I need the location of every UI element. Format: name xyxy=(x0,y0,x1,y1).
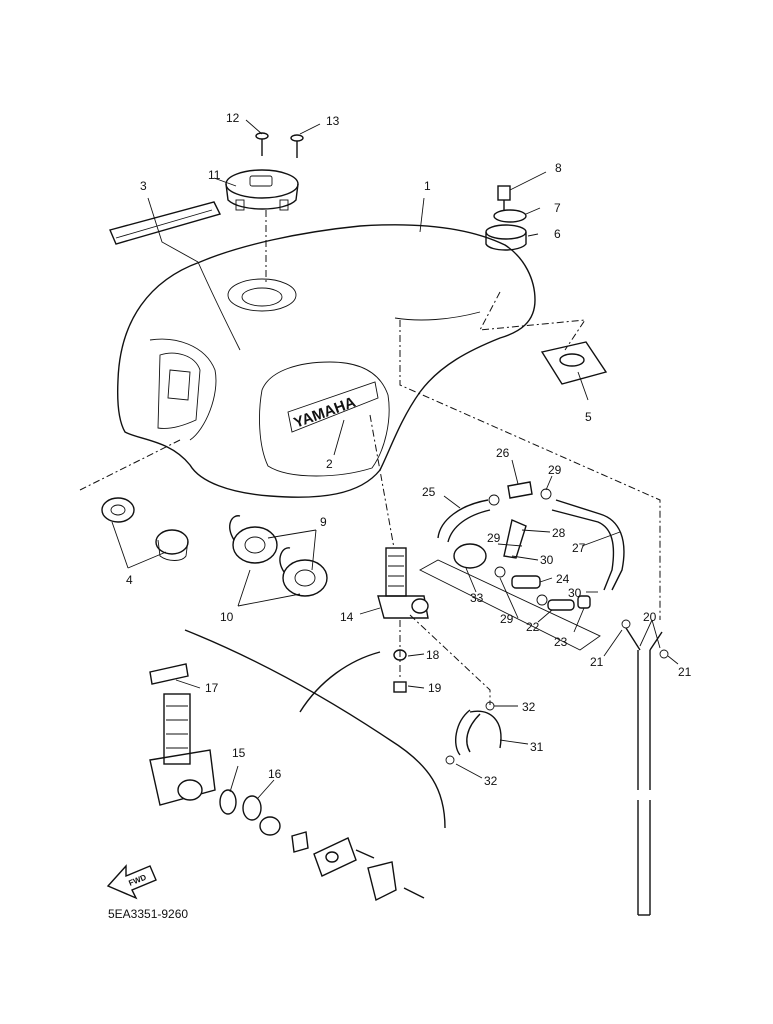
callout-23: 23 xyxy=(554,635,568,649)
callout-17: 17 xyxy=(205,681,219,695)
callout-32-lower: 32 xyxy=(484,774,498,788)
o-ring-16 xyxy=(242,795,262,821)
callout-27: 27 xyxy=(572,541,586,555)
hose-25 xyxy=(437,499,491,543)
callout-32-upper: 32 xyxy=(522,700,536,714)
callout-1: 1 xyxy=(424,179,431,193)
mount-washer xyxy=(493,209,527,223)
rear-bracket-pad xyxy=(540,341,608,385)
leader-lines xyxy=(111,119,679,799)
callout-29-top: 29 xyxy=(548,463,562,477)
callout-2: 2 xyxy=(326,457,333,471)
emblem-strip xyxy=(109,201,222,245)
fwd-arrow-icon: FWD xyxy=(106,864,157,900)
callout-10: 10 xyxy=(220,610,234,624)
pipe-22 xyxy=(547,599,575,611)
callout-24: 24 xyxy=(556,572,570,586)
joint-26 xyxy=(507,481,533,499)
callout-28: 28 xyxy=(552,526,566,540)
callout-30-lower: 30 xyxy=(568,586,582,600)
callout-4: 4 xyxy=(126,573,133,587)
mount-damper xyxy=(485,224,527,251)
callout-12: 12 xyxy=(226,111,240,125)
fuel-cock-upper xyxy=(377,547,429,619)
callout-18: 18 xyxy=(426,648,440,662)
callout-26: 26 xyxy=(496,446,510,460)
side-damper-b xyxy=(279,547,328,597)
callout-11: 11 xyxy=(208,168,221,182)
callout-6: 6 xyxy=(554,227,561,241)
callout-25: 25 xyxy=(422,485,436,499)
callout-31: 31 xyxy=(530,740,544,754)
callout-13: 13 xyxy=(326,114,340,128)
callout-21-right: 21 xyxy=(678,665,692,679)
cap-bolt-12 xyxy=(255,132,269,156)
joint-24 xyxy=(511,575,541,589)
hose-27 xyxy=(551,499,625,591)
diagram-code: 5EA3351-9260 xyxy=(108,907,188,921)
breather-hose-31 xyxy=(454,709,502,756)
callout-3: 3 xyxy=(140,179,147,193)
callout-labels: 1 2 3 4 5 6 7 8 9 10 11 12 13 14 15 16 1… xyxy=(126,111,692,788)
front-damper-b xyxy=(155,529,189,561)
callout-30-upper: 30 xyxy=(540,553,554,567)
callout-21-left: 21 xyxy=(590,655,604,669)
callout-16: 16 xyxy=(268,767,282,781)
callout-15: 15 xyxy=(232,746,246,760)
callout-9: 9 xyxy=(320,515,327,529)
tank-cap xyxy=(225,169,299,211)
cap-bolt-13 xyxy=(290,134,304,158)
callout-14: 14 xyxy=(340,610,354,624)
callout-5: 5 xyxy=(585,410,592,424)
clip-21 xyxy=(621,619,669,659)
callout-29-lower: 29 xyxy=(500,612,514,626)
hose-clamp-33 xyxy=(453,543,487,569)
callout-29-mid: 29 xyxy=(487,531,501,545)
callout-19: 19 xyxy=(428,681,442,695)
callout-22: 22 xyxy=(526,620,540,634)
yamaha-emblem: YAMAHA xyxy=(287,381,379,433)
side-damper-a xyxy=(229,515,278,564)
callout-7: 7 xyxy=(554,201,561,215)
fuel-cock-detail xyxy=(149,663,216,806)
callout-33: 33 xyxy=(470,591,484,605)
bolt-19 xyxy=(393,681,407,693)
hose-28 xyxy=(503,519,527,559)
drain-hose-20 xyxy=(625,627,663,916)
front-damper-a xyxy=(101,497,135,523)
o-ring-15 xyxy=(219,789,237,815)
fuel-tank xyxy=(116,224,536,498)
lever-parts xyxy=(259,816,425,902)
callout-8: 8 xyxy=(555,161,562,175)
callout-20: 20 xyxy=(643,610,657,624)
